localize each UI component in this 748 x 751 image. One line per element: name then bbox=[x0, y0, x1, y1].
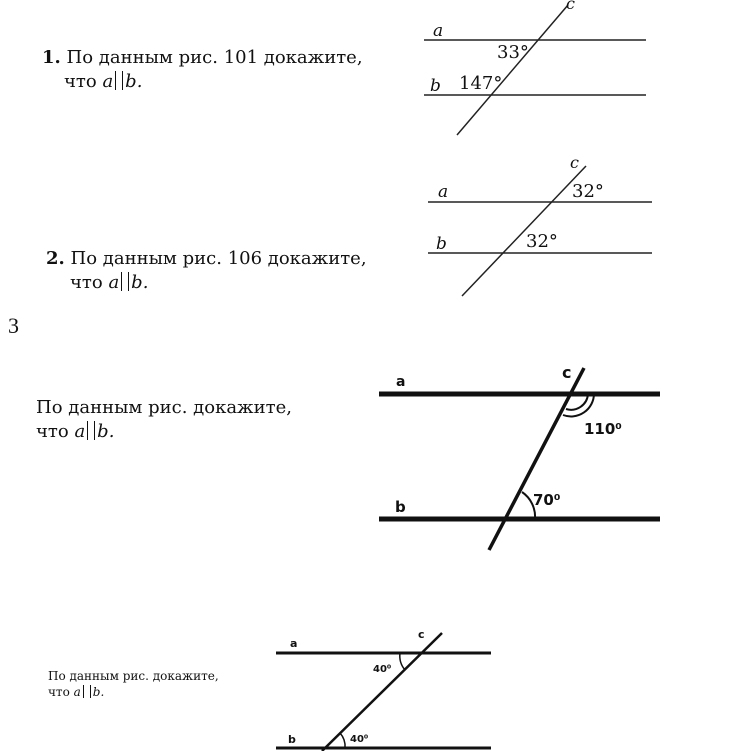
fig2-label-c: c bbox=[570, 153, 579, 172]
task-1-var-b: b. bbox=[125, 71, 143, 93]
task-4: По данным рис. докажите, что a b. bbox=[48, 668, 219, 700]
fig2-label-a: a bbox=[438, 182, 448, 202]
fig3-angle-top: 110⁰ bbox=[584, 420, 622, 438]
task-2-line-2: что a b. bbox=[46, 271, 367, 295]
fig4-line-c bbox=[321, 632, 443, 751]
fig2-line-c bbox=[461, 165, 587, 297]
fig4-arc-top bbox=[399, 652, 406, 671]
task-3-text: По данным рис. докажите, bbox=[36, 397, 292, 418]
task-2-var-a: a bbox=[108, 272, 120, 294]
fig2-angle-bottom: 32° bbox=[526, 231, 558, 252]
fig3-line-c bbox=[487, 367, 586, 551]
fig3-label-c: c bbox=[562, 363, 571, 382]
parallel-icon bbox=[121, 272, 130, 291]
fig3-arc-top-outer bbox=[562, 393, 595, 418]
parallel-icon bbox=[87, 421, 96, 440]
parallel-icon bbox=[82, 685, 91, 698]
fig1-label-b: b bbox=[430, 76, 441, 96]
task-1-var-a: a bbox=[102, 71, 114, 93]
task-1-text: По данным рис. 101 докажите, bbox=[66, 47, 363, 68]
fig4-label-b: b bbox=[288, 733, 296, 746]
task-4-text: По данным рис. докажите, bbox=[48, 669, 219, 683]
task-1-line-2: что a b. bbox=[42, 70, 363, 94]
task-2: 2. По данным рис. 106 докажите, что a b. bbox=[46, 247, 367, 296]
task-3-line-2: что a b. bbox=[36, 420, 292, 444]
task-3-var-b: b. bbox=[97, 421, 115, 443]
fig3-label-b: b bbox=[395, 498, 406, 516]
fig3-arc-bottom bbox=[521, 491, 537, 520]
task-1: 1. По данным рис. 101 докажите, что a b. bbox=[42, 46, 363, 95]
task-1-number: 1. bbox=[42, 47, 61, 68]
section-number: 3 bbox=[8, 313, 19, 338]
task-3: По данным рис. докажите, что a b. bbox=[36, 396, 292, 445]
fig4-label-c: c bbox=[418, 628, 425, 641]
fig3-arc-top-inner bbox=[565, 393, 589, 411]
fig1-angle-bottom: 147° bbox=[459, 73, 502, 94]
task-3-that: что bbox=[36, 421, 69, 443]
parallel-icon bbox=[115, 71, 124, 90]
task-2-number: 2. bbox=[46, 248, 65, 269]
task-2-that: что bbox=[70, 272, 103, 294]
fig1-label-a: a bbox=[433, 21, 443, 41]
task-1-that: что bbox=[64, 71, 97, 93]
fig4-label-a: a bbox=[290, 637, 297, 650]
fig2-angle-top: 32° bbox=[572, 181, 604, 202]
task-4-that: что bbox=[48, 685, 70, 700]
fig4-angle-top: 40⁰ bbox=[373, 664, 391, 675]
fig1-line-c bbox=[456, 4, 569, 136]
task-2-text: По данным рис. 106 докажите, bbox=[70, 248, 367, 269]
task-2-var-b: b. bbox=[131, 272, 149, 294]
task-3-var-a: a bbox=[74, 421, 86, 443]
task-1-line-1: 1. По данным рис. 101 докажите, bbox=[42, 46, 363, 70]
fig3-label-a: a bbox=[396, 374, 405, 390]
fig1-label-c: c bbox=[566, 0, 575, 13]
task-2-line-1: 2. По данным рис. 106 докажите, bbox=[46, 247, 367, 271]
task-4-line-2: что a b. bbox=[48, 684, 219, 700]
task-4-var-a: a bbox=[73, 685, 81, 700]
fig4-angle-bottom: 40⁰ bbox=[350, 734, 368, 745]
fig1-angle-top: 33° bbox=[497, 42, 529, 63]
fig2-label-b: b bbox=[436, 234, 447, 254]
task-4-var-b: b. bbox=[92, 685, 105, 700]
fig4-arc-bottom bbox=[339, 732, 346, 749]
fig3-angle-bottom: 70⁰ bbox=[533, 491, 560, 509]
